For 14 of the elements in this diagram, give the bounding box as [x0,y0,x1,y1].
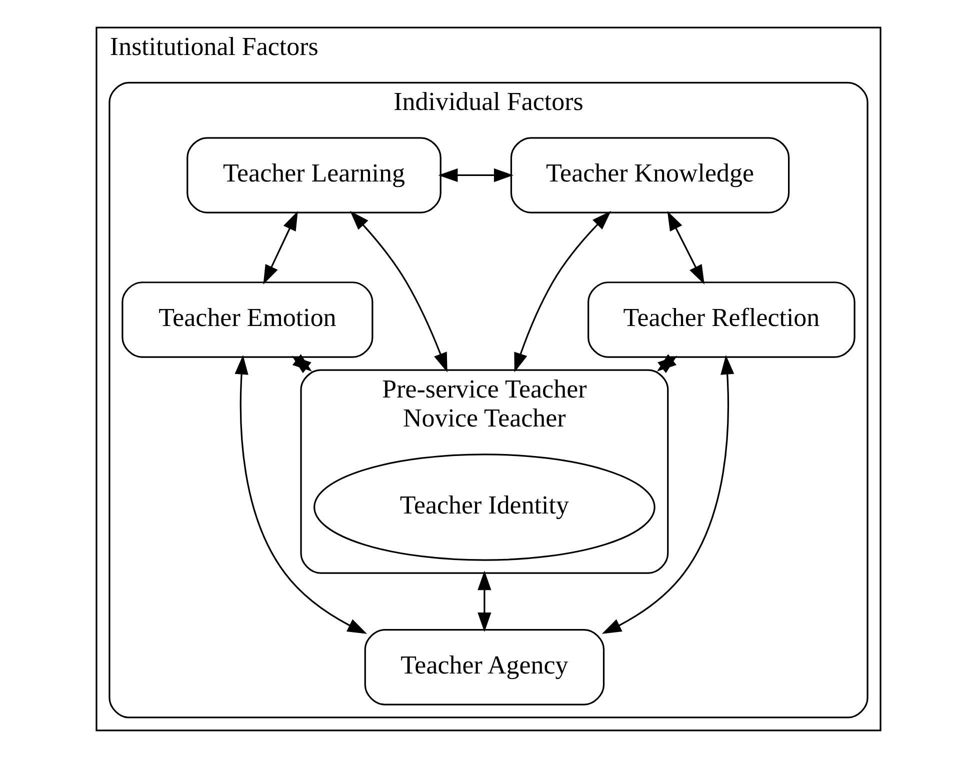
arrow [667,211,704,285]
arrow [438,168,514,182]
arrow [478,570,492,632]
arrow [234,354,368,634]
arrow [263,211,298,285]
node-box: Teacher Reflection [588,282,856,358]
node-box: Teacher Emotion [122,282,374,358]
node-ellipse: Teacher Identity [314,454,656,561]
arrow [514,210,612,372]
node-box: Teacher Knowledge [510,137,790,214]
arrow [602,354,734,634]
node-box: Teacher Learning [186,137,442,214]
node-box: Teacher Agency [364,629,605,706]
arrow [350,210,448,372]
